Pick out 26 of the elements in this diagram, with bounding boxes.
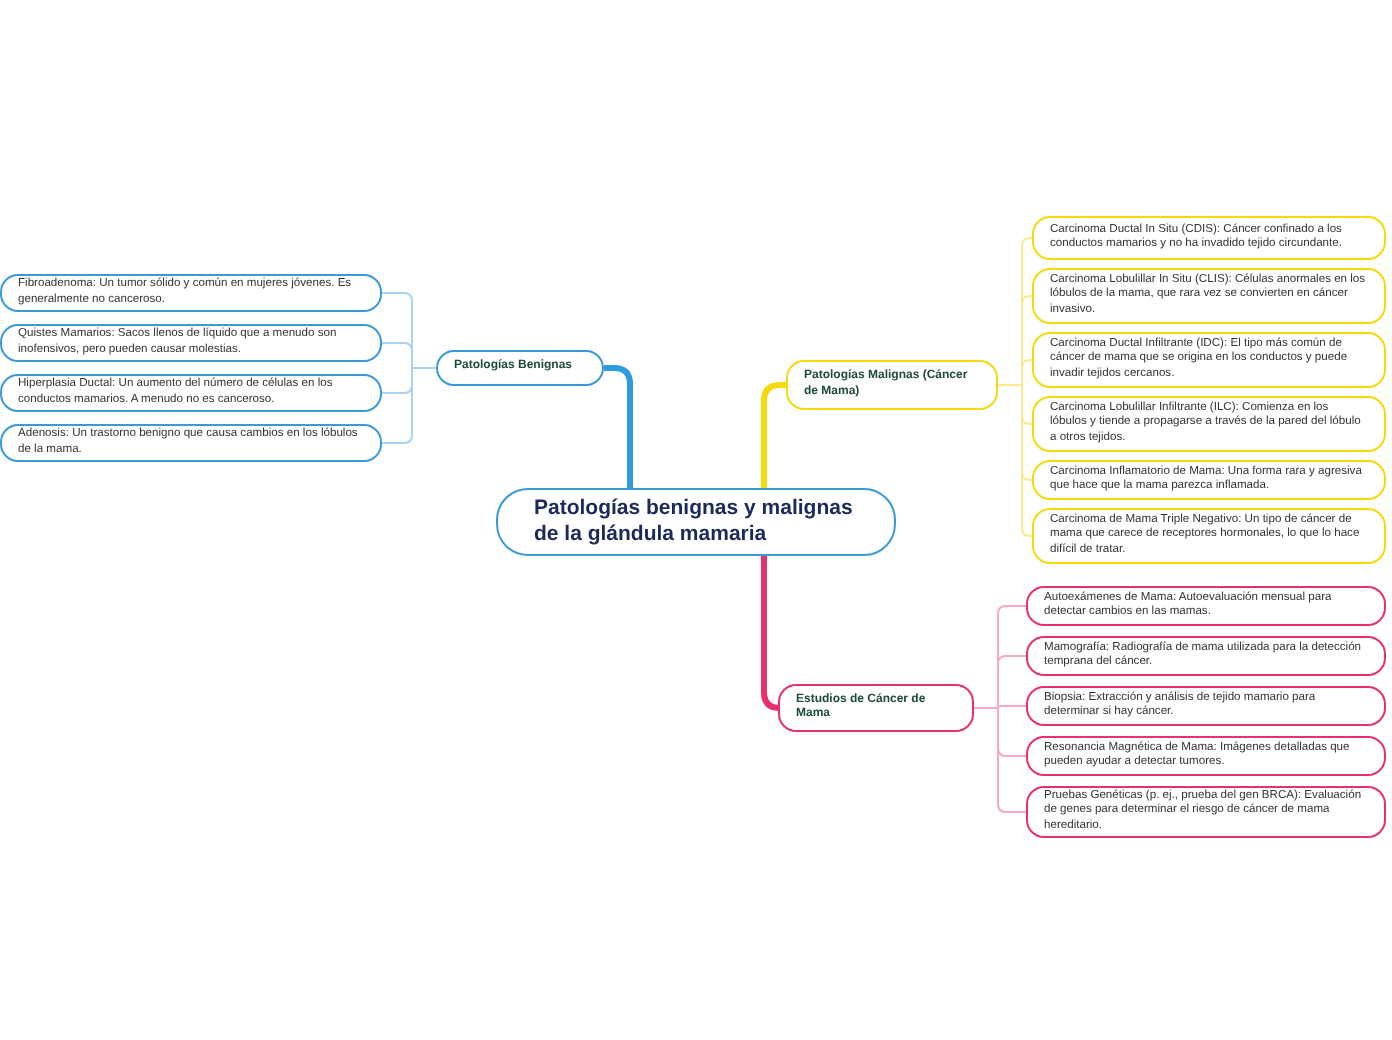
branch-topic-box — [436, 350, 604, 386]
connector — [761, 382, 786, 488]
topic-box — [1032, 396, 1386, 452]
topic-box — [0, 424, 382, 462]
topic-box — [1026, 736, 1386, 776]
topic-box — [1032, 268, 1386, 324]
topic-box — [0, 274, 382, 312]
topic-box — [1026, 586, 1386, 626]
connector — [973, 707, 1027, 813]
connector — [761, 556, 783, 711]
branch-topic-box — [778, 684, 974, 732]
topic-box — [0, 374, 382, 412]
topic-box — [1032, 216, 1386, 260]
connector — [381, 367, 437, 444]
topic-box — [0, 324, 382, 362]
topic-box — [1032, 460, 1386, 500]
topic-box — [1032, 332, 1386, 388]
central-topic-box — [496, 488, 896, 556]
connector — [604, 365, 633, 488]
topic-box — [1026, 786, 1386, 838]
branch-topic-box — [786, 360, 998, 410]
topic-box — [1026, 636, 1386, 676]
topic-title: Patologías benignas y malignas de la glándula mamaria — [534, 495, 855, 549]
topic-box — [1026, 686, 1386, 726]
topic-box — [1032, 508, 1386, 564]
connector — [997, 384, 1033, 537]
